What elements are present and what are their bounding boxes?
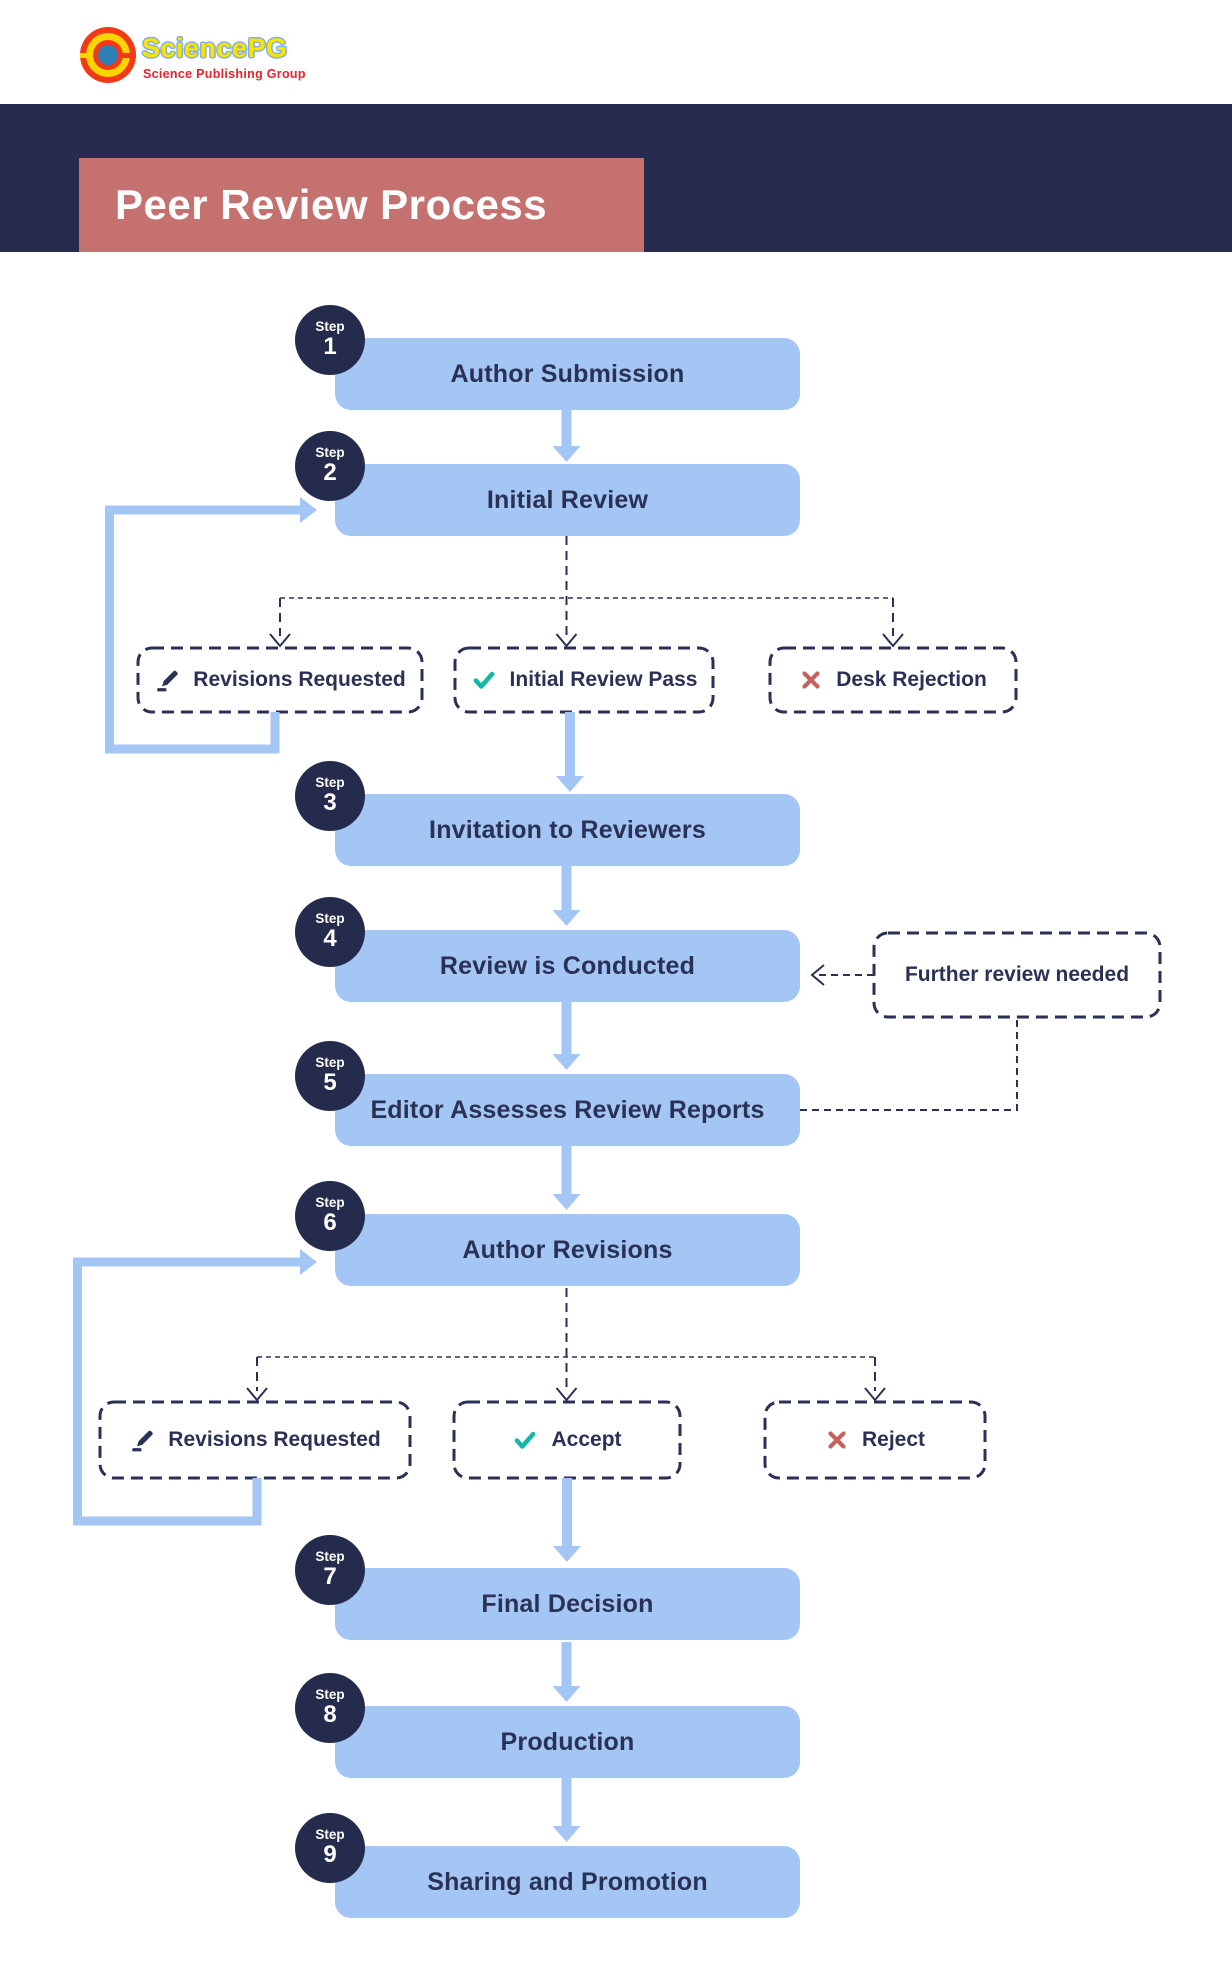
arrowhead — [556, 776, 584, 792]
arrowhead — [552, 910, 581, 926]
step-label: Author Submission — [450, 359, 685, 388]
step-box-author-submission: Author Submission — [335, 338, 800, 410]
page-title: Peer Review Process — [115, 181, 548, 228]
outcome-accept: Accept — [454, 1402, 680, 1478]
step-box-review-is-conducted: Review is Conducted — [335, 930, 800, 1002]
outcome-reject: Reject — [765, 1402, 985, 1478]
outcome-box-outline — [453, 646, 715, 714]
arrowhead — [553, 1546, 581, 1562]
outcome-revisions-requested-2: Revisions Requested — [100, 1402, 410, 1478]
loop-revisions-to-author-revisions — [73, 1257, 300, 1526]
note-further-review-needed: Further review needed — [874, 933, 1160, 1017]
title-banner: Peer Review Process — [79, 158, 644, 252]
pencil-icon — [157, 670, 179, 692]
step-box-production: Production — [335, 1706, 800, 1778]
step-box-author-revisions: Author Revisions — [335, 1214, 800, 1286]
outcome-label: Accept — [551, 1428, 622, 1451]
open-arrowhead — [555, 1387, 578, 1402]
outcome-box-outline — [768, 646, 1018, 714]
outcome-label: Revisions Requested — [193, 668, 406, 691]
outcome-label: Desk Rejection — [836, 668, 987, 691]
brand-name: SciencePG — [142, 33, 288, 63]
step-box-initial-review: Initial Review — [335, 464, 800, 536]
outcome-initial-review-pass: Initial Review Pass — [455, 648, 713, 712]
outcome-label: Revisions Requested — [168, 1428, 381, 1451]
open-arrowhead — [246, 1387, 268, 1402]
note-label: Further review needed — [904, 963, 1130, 986]
step-box-editor-assesses-review-reports: Editor Assesses Review Reports — [335, 1074, 800, 1146]
step-box-invitation-to-reviewers: Invitation to Reviewers — [335, 794, 800, 866]
step-box-sharing-and-promotion: Sharing and Promotion — [335, 1846, 800, 1918]
top-bar: SciencePG Science Publishing Group — [0, 0, 1232, 104]
note-box-outline — [872, 931, 1162, 1019]
x-icon — [828, 1431, 846, 1449]
check-icon — [515, 1431, 536, 1449]
arrowhead-right — [300, 497, 317, 523]
step-box-final-decision: Final Decision — [335, 1568, 800, 1640]
open-arrowhead — [864, 1387, 886, 1402]
logo: SciencePG Science Publishing Group — [80, 27, 500, 87]
outcome-revisions-requested-1: Revisions Requested — [138, 648, 422, 712]
loop-revisions-to-initial-review — [105, 505, 300, 754]
step-label: Author Revisions — [462, 1235, 673, 1264]
pencil-icon — [132, 1430, 154, 1452]
open-arrowhead — [882, 633, 904, 648]
arrowhead — [552, 1194, 581, 1210]
open-arrowhead-left — [810, 964, 825, 986]
open-arrowhead — [269, 633, 291, 648]
arrowhead — [552, 1826, 581, 1842]
sciencepg-logo-icon — [80, 27, 136, 83]
step-label: Sharing and Promotion — [427, 1867, 708, 1896]
outcome-label: Reject — [861, 1428, 926, 1451]
arrowhead-right — [300, 1249, 317, 1275]
outcome-box-outline — [136, 646, 424, 714]
step-label: Review is Conducted — [439, 951, 696, 980]
outcome-label: Initial Review Pass — [509, 668, 698, 691]
outcome-desk-rejection: Desk Rejection — [770, 648, 1016, 712]
step-label: Final Decision — [481, 1589, 654, 1618]
arrowhead — [552, 1686, 581, 1702]
step-label: Editor Assesses Review Reports — [370, 1095, 765, 1124]
step-label: Production — [500, 1727, 635, 1756]
step-label: Invitation to Reviewers — [429, 815, 706, 844]
arrowhead — [552, 1054, 581, 1070]
arrowhead — [552, 446, 581, 462]
open-arrowhead — [555, 633, 578, 648]
x-icon — [802, 671, 820, 689]
step-label: Initial Review — [486, 485, 649, 514]
brand-tagline: Science Publishing Group — [143, 67, 306, 81]
editor-to-further-line — [800, 1017, 1018, 1111]
check-icon — [473, 671, 494, 689]
outcome-box-outline — [763, 1400, 987, 1480]
